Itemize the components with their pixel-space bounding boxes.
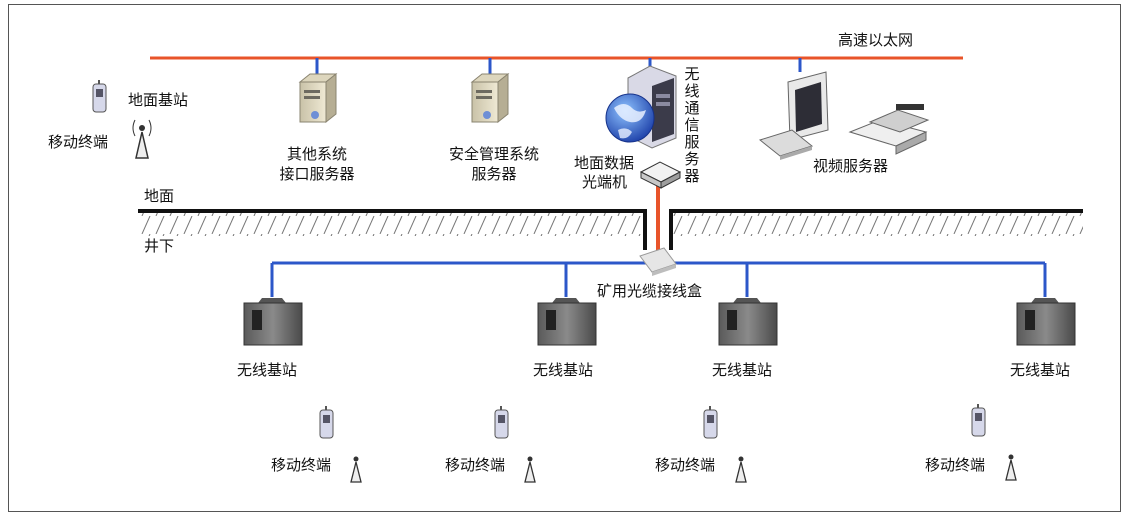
mobile-terminal-label: 移动终端: [271, 456, 332, 474]
antenna-icon: [350, 456, 362, 483]
interface-server-label-line1: 其他系统: [286, 145, 347, 163]
underground-hatching: [673, 212, 1083, 236]
base-station-label: 无线基站: [1010, 361, 1071, 379]
base-station-label: 无线基站: [237, 361, 298, 379]
mobile-phone-icon: [319, 406, 334, 439]
base-station-label: 无线基站: [533, 361, 594, 379]
optical-terminal-label-line2: 光端机: [582, 173, 628, 191]
surface-mobile-terminal-label: 移动终端: [48, 133, 109, 151]
wireless-comm-server-label: 无线通信服务器: [684, 65, 700, 185]
underground-hatching: [138, 212, 643, 236]
underground-label: 井下: [144, 237, 175, 255]
wireless-base-station-icon: [718, 298, 778, 346]
mobile-phone-icon: [494, 406, 509, 439]
safety-server-label-line2: 服务器: [471, 165, 517, 183]
mobile-terminal-label: 移动终端: [925, 456, 986, 474]
interface-server-icon: [298, 72, 338, 124]
safety-server-label-line1: 安全管理系统: [448, 145, 539, 163]
antenna-icon: [1005, 454, 1017, 481]
optical-terminal-icon: [639, 161, 682, 189]
safety-server-icon: [470, 72, 510, 124]
wireless-base-station-icon: [1016, 298, 1076, 346]
mobile-phone-icon: [92, 80, 107, 113]
interface-server-label-line2: 接口服务器: [279, 165, 355, 183]
ethernet-label: 高速以太网: [838, 31, 914, 49]
splice-box-label: 矿用光缆接线盒: [597, 282, 703, 300]
fiber-splice-box-icon: [639, 247, 677, 276]
antenna-icon: [735, 456, 747, 483]
mobile-phone-icon: [971, 404, 986, 437]
base-station-label: 无线基站: [712, 361, 773, 379]
antenna-icon: [132, 119, 152, 159]
mobile-terminal-label: 移动终端: [445, 456, 506, 474]
optical-terminal-label-line1: 地面数据: [574, 154, 635, 172]
wireless-base-station-icon: [537, 298, 597, 346]
diagram-frame: [8, 4, 1121, 512]
video-server-icon: [758, 71, 930, 160]
wireless-base-station-icon: [243, 298, 303, 346]
mobile-terminal-label: 移动终端: [655, 456, 716, 474]
wireless-comm-server-icon: [605, 65, 677, 149]
video-server-label: 视频服务器: [813, 157, 889, 175]
mobile-phone-icon: [703, 406, 718, 439]
ground-label: 地面: [144, 187, 175, 205]
surface-base-station-label: 地面基站: [128, 91, 189, 109]
antenna-icon: [524, 456, 536, 483]
